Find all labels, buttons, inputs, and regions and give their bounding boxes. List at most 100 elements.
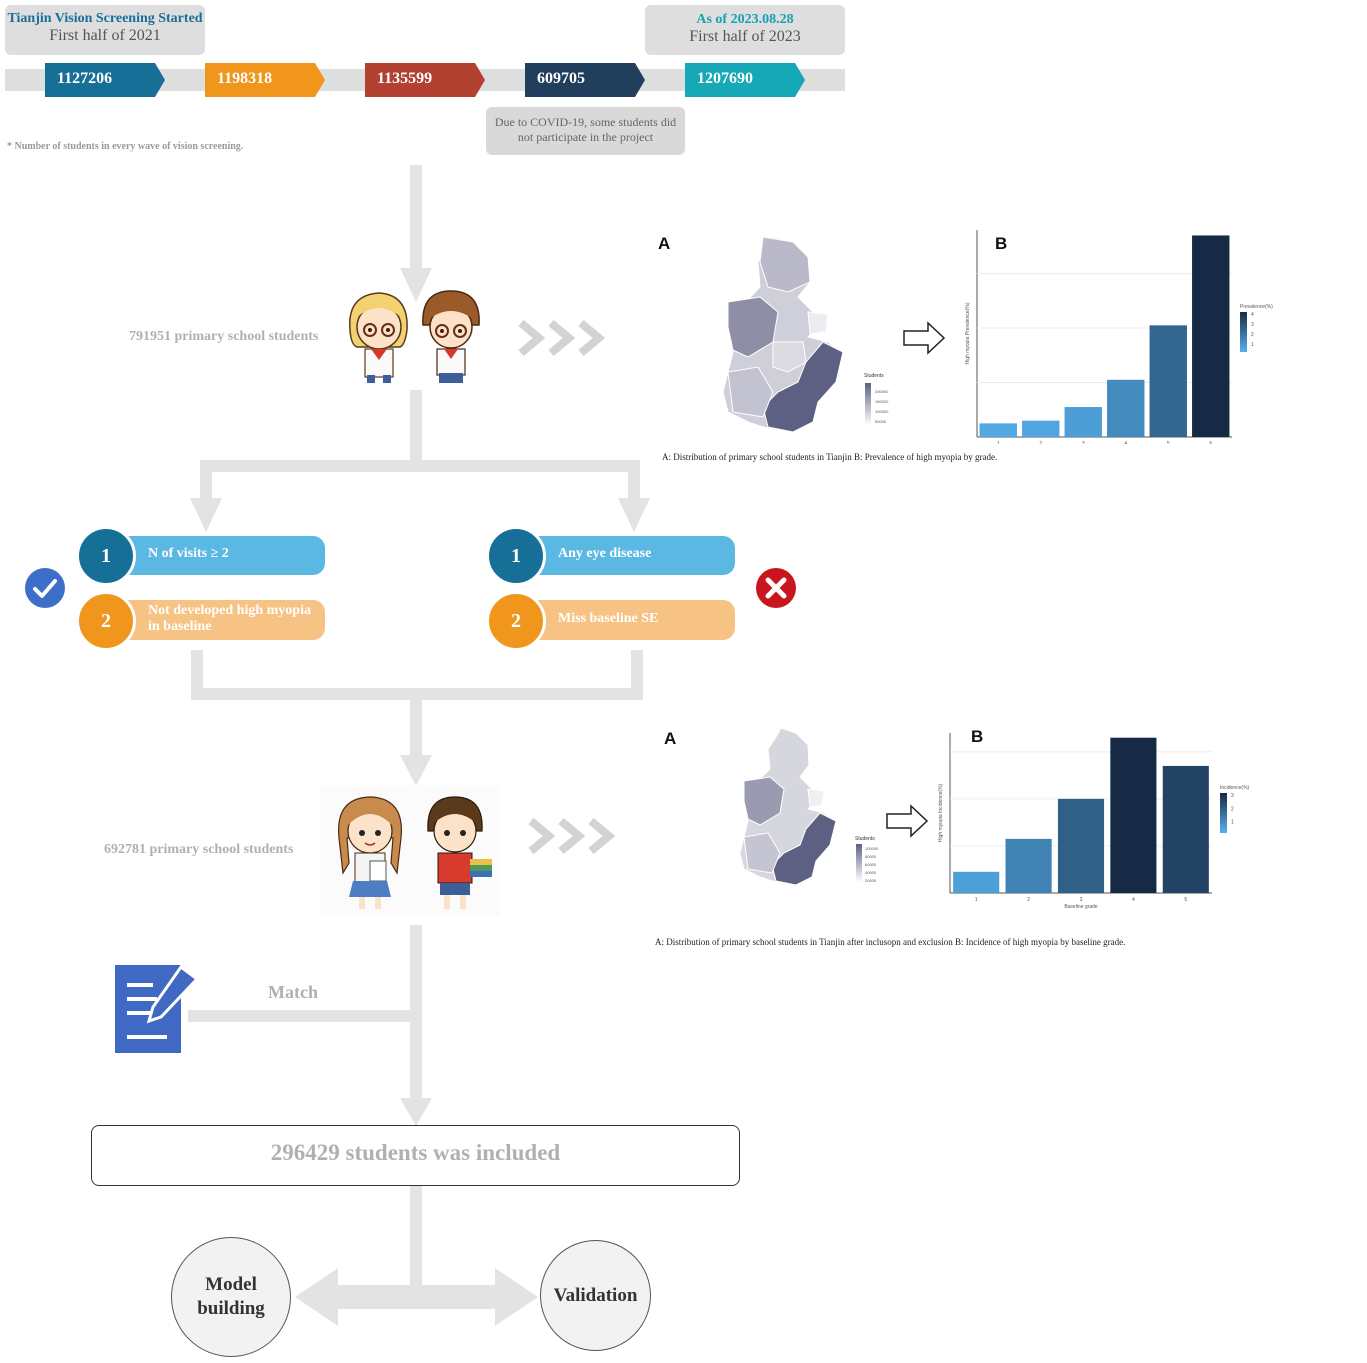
validation-label: Validation	[553, 1284, 638, 1306]
map-legend-gradient	[865, 383, 871, 425]
bar	[1057, 798, 1105, 893]
chevron-forward-icon-2	[528, 817, 616, 855]
x-tick-label: 2	[1027, 897, 1030, 903]
map2-legend-tick: 40000	[865, 870, 877, 875]
stage1-count: 791951 primary school students	[129, 329, 319, 344]
legend-tick: 1	[1251, 342, 1254, 348]
map-legend-title: Students	[864, 373, 884, 379]
bar	[1149, 325, 1187, 437]
legend-tick: 3	[1251, 322, 1254, 328]
wave-5-count: 1207690	[697, 70, 753, 87]
bar	[1107, 379, 1145, 437]
map2-legend-ticks: 100000 80000 60000 40000 20000	[865, 845, 878, 885]
bar	[1005, 838, 1052, 893]
stage2-panel-b-label: B	[971, 727, 984, 746]
x-tick-label: 2	[1039, 441, 1042, 444]
stage2-caption: A: Distribution of primary school studen…	[655, 937, 1126, 947]
x-tick-label: 6	[1209, 441, 1212, 444]
include-criterion-1: N of visits ≥ 2	[120, 536, 325, 575]
map-legend-tick: 200000	[875, 389, 889, 394]
y-axis-label: High myopia Prevalence(%)	[965, 302, 971, 364]
include-number-2: 2	[76, 591, 136, 651]
legend-tick: 1	[1231, 820, 1234, 826]
map2-legend-tick: 80000	[865, 854, 877, 859]
x-tick-label: 5	[1167, 441, 1170, 444]
students-with-books-illustration	[320, 785, 500, 915]
timeline-start-title: Tianjin Vision Screening Started	[7, 11, 203, 26]
legend-tick: 2	[1231, 806, 1234, 812]
include-criterion-2: Not developed high myopia in baseline	[120, 600, 325, 640]
bar	[979, 423, 1017, 437]
x-tick-label: 1	[997, 441, 1000, 444]
include-criterion-2-text: Not developed high myopia in baseline	[148, 603, 311, 634]
map-legend-tick: 50000	[875, 419, 887, 424]
stage1-caption: A: Distribution of primary school studen…	[662, 452, 998, 462]
bar	[1162, 765, 1209, 893]
stage1-panel-b-label: B	[995, 234, 1008, 253]
model-building-node: Model building	[171, 1237, 291, 1357]
exclude-criterion-2: Miss baseline SE	[530, 600, 735, 640]
x-tick-label: 1	[975, 897, 978, 903]
include-criterion-1-text: N of visits ≥ 2	[148, 546, 229, 561]
legend-title: Prevalence(%)	[1240, 304, 1273, 310]
incidence-chart: 1 2 3 4 5 High myopia Incidence(%) Baseline gr…	[938, 733, 1250, 910]
wave-2-count: 1198318	[217, 70, 273, 87]
covid-note: Due to COVID-19, some students did not p…	[486, 107, 685, 155]
x-tick-label: 4	[1124, 441, 1127, 444]
wave-3-count: 1135599	[377, 70, 433, 87]
y-axis-label: High myopia Incidence(%)	[938, 783, 944, 842]
model-building-label: Model building	[197, 1274, 265, 1319]
exclude-criterion-2-text: Miss baseline SE	[558, 611, 659, 626]
exclude-cross-icon	[756, 568, 796, 608]
document-edit-icon	[115, 965, 200, 1053]
timeline-start-box: Tianjin Vision Screening Started First h…	[5, 5, 205, 55]
legend-tick: 2	[1251, 332, 1254, 338]
wave-chevron	[365, 63, 485, 97]
legend-tick: 3	[1231, 793, 1234, 799]
wave-chevron	[45, 63, 165, 97]
wave-1-count: 1127206	[57, 70, 113, 87]
students-illustration	[349, 290, 480, 383]
match-label: Match	[268, 982, 318, 1002]
include-check-icon	[25, 568, 65, 608]
map2-legend-title: Students	[855, 836, 875, 842]
x-tick-label: 5	[1184, 897, 1187, 903]
stage2-count: 692781 primary school students	[104, 842, 294, 857]
wave-4-count: 609705	[537, 70, 585, 87]
bar	[1064, 407, 1102, 437]
wave-chevron	[685, 63, 805, 97]
x-axis-label: Baseline grade	[1064, 904, 1098, 910]
arrow-right-icon	[903, 321, 946, 355]
wave-chevron	[525, 63, 645, 97]
tianjin-map-2	[739, 727, 837, 886]
bar	[953, 871, 1000, 893]
legend-gradient	[1220, 793, 1227, 833]
included-box: 296429 students was included	[91, 1125, 740, 1186]
exclude-criterion-1: Any eye disease	[530, 536, 735, 575]
validation-node: Validation	[540, 1240, 651, 1351]
x-tick-label: 3	[1080, 897, 1083, 903]
include-number-1: 1	[76, 526, 136, 586]
included-label: 296429 students was included	[270, 1140, 561, 1165]
x-tick-label: 3	[1082, 441, 1085, 444]
legend-gradient	[1240, 312, 1247, 352]
legend-title: Incidence(%)	[1220, 785, 1250, 791]
wave-chevron	[205, 63, 325, 97]
map2-legend-gradient	[856, 844, 862, 882]
bar	[1192, 235, 1230, 437]
map2-legend-tick: 60000	[865, 862, 877, 867]
arrow-right-icon-2	[886, 804, 929, 838]
bar	[1110, 737, 1157, 893]
exclude-number-2: 2	[486, 591, 546, 651]
x-tick-label: 4	[1132, 897, 1135, 903]
map2-legend-tick: 20000	[865, 878, 877, 883]
prevalence-chart: 1 2 3 4 5 6 High myopia Prevalence(%) Prevalenc…	[965, 230, 1273, 444]
stage2-panel-a-label: A	[664, 729, 677, 748]
map2-legend-tick: 100000	[865, 846, 879, 851]
timeline-start-period: First half of 2021	[49, 27, 161, 44]
timeline-end-box: As of 2023.08.28 First half of 2023	[645, 5, 845, 55]
timeline-end-title: As of 2023.08.28	[696, 12, 794, 27]
chevron-forward-icon	[518, 319, 606, 357]
exclude-criterion-1-text: Any eye disease	[558, 546, 652, 561]
bar	[1022, 420, 1060, 437]
